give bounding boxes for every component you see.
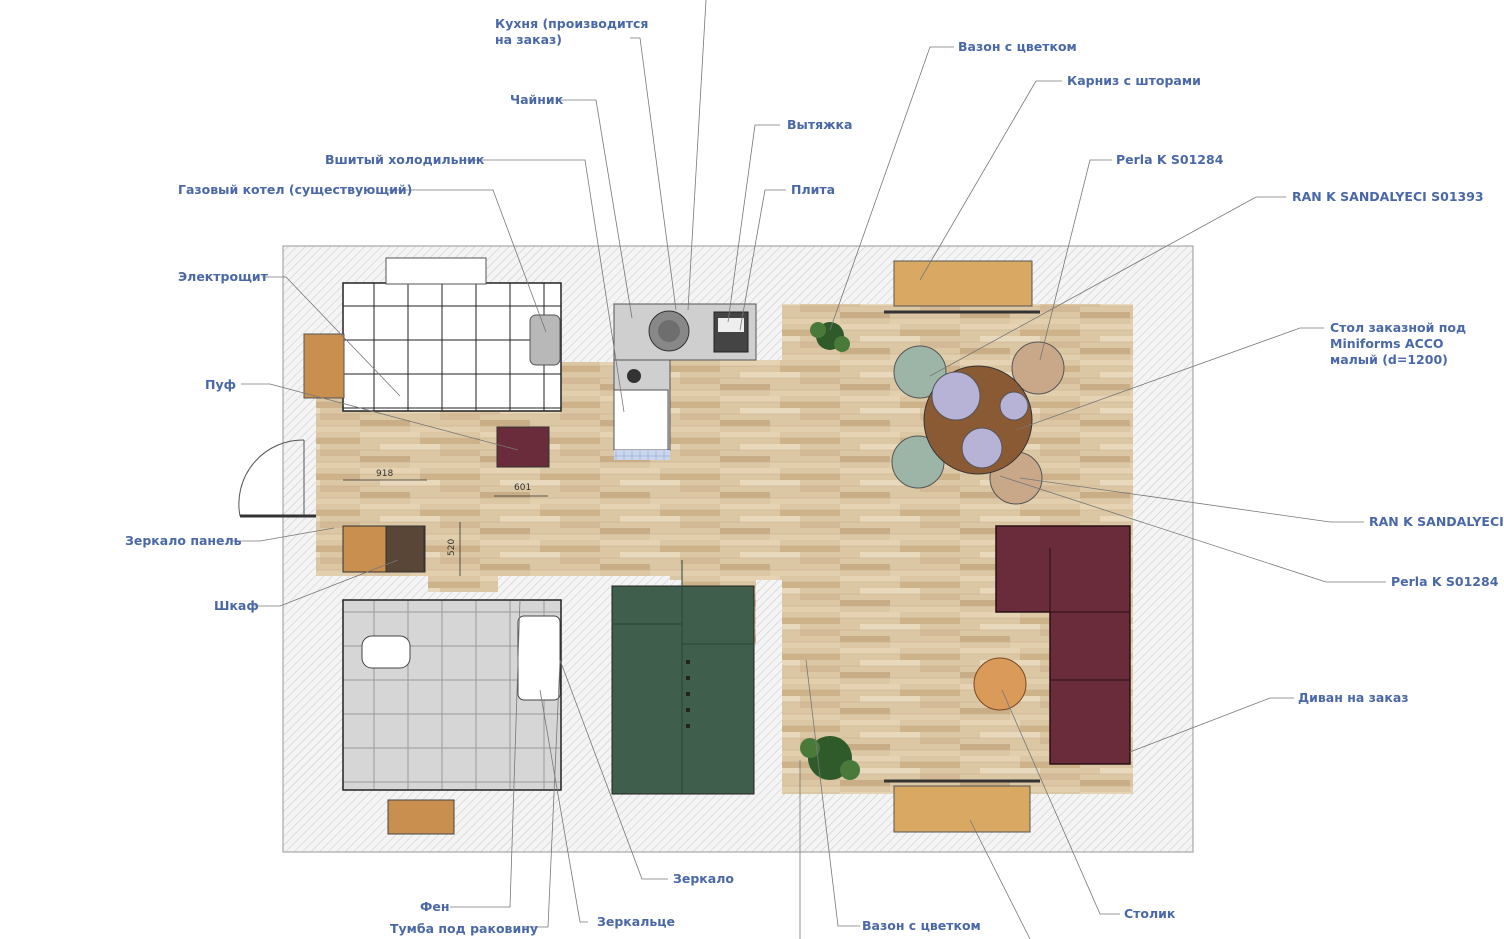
label-ran-right: RAN K SANDALYECI: [1369, 514, 1504, 529]
utility-room: [342, 282, 562, 412]
hall-floor: [428, 520, 498, 592]
label-pouf: Пуф: [205, 377, 237, 392]
chair-tr: [1011, 341, 1065, 395]
fridge: [613, 389, 669, 451]
label-mirror-panel: Зеркало панель: [125, 533, 242, 548]
corridor-floor-2: [670, 360, 782, 580]
label-stove: Плита: [791, 182, 836, 197]
label-wardrobe: Шкаф: [214, 598, 259, 613]
label-vase-top: Вазон с цветком: [958, 39, 1077, 54]
label-perla-top: Perla K S01284: [1116, 152, 1224, 167]
label-panel: Электрощит: [178, 269, 268, 284]
label-hood: Вытяжка: [787, 117, 853, 132]
label-fridge: Вшитый холодильник: [325, 152, 485, 167]
dim-601: 601: [514, 483, 531, 493]
leader-lines: [232, 0, 1386, 939]
label-curtain: Карниз с шторами: [1067, 73, 1201, 88]
dim-520: 520: [447, 539, 457, 556]
label-coffee-table: Столик: [1124, 906, 1176, 921]
chair-tl: [893, 345, 947, 399]
pouf: [496, 426, 550, 468]
label-kitchen: Кухня (производится на заказ): [495, 16, 649, 47]
label-vanity: Тумба под раковину: [390, 921, 538, 936]
label-mirror: Зеркало: [673, 871, 734, 886]
label-vase-bottom: Вазон с цветком: [862, 918, 981, 933]
label-ran-top: RAN K SANDALYECI S01393: [1292, 189, 1484, 204]
label-boiler: Газовый котел (существующий): [178, 182, 413, 197]
shelf-left: [303, 333, 345, 399]
label-sofa: Диван на заказ: [1298, 690, 1409, 705]
bath-tub: [517, 615, 561, 701]
plant-top: [810, 322, 850, 352]
boiler: [529, 314, 561, 366]
dim-918: 918: [376, 469, 393, 479]
coffee-table: [973, 657, 1027, 711]
sofa: [995, 525, 1131, 765]
window-top: [893, 260, 1033, 307]
label-kettle: Чайник: [510, 92, 564, 107]
label-hairdryer: Фен: [420, 899, 450, 914]
label-mirror-small: Зеркальце: [597, 914, 676, 929]
window-bottom: [893, 785, 1031, 833]
stairs: [611, 585, 755, 795]
label-table: Стол заказной под Miniforms ACCO малый (…: [1330, 320, 1467, 367]
toilet: [361, 635, 411, 669]
label-perla-right: Perla K S01284: [1391, 574, 1499, 589]
